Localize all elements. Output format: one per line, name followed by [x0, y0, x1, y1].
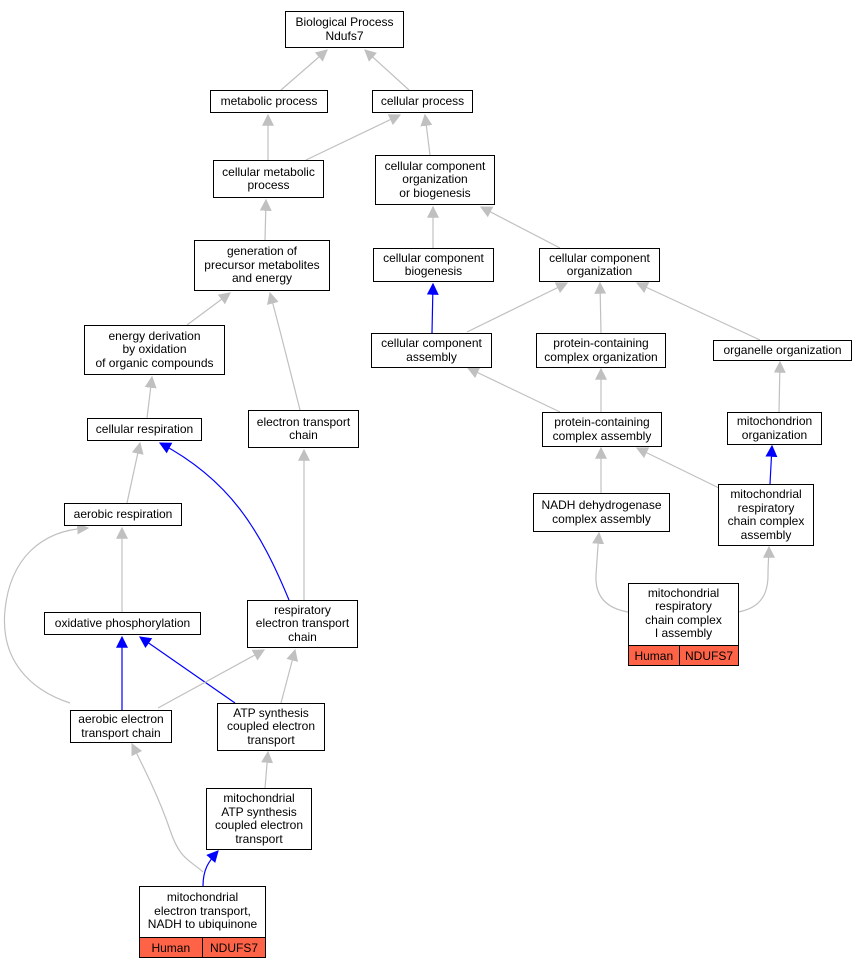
leaf-label: mitochondrial respiratory chain complex … — [645, 585, 722, 640]
node-cellular-component-organization[interactable]: cellular component organization — [539, 248, 660, 282]
edge — [202, 850, 219, 887]
node-mitochondrial-respiratory-chain-complex-assembly[interactable]: mitochondrial respiratory chain complex … — [718, 484, 814, 546]
edge — [139, 636, 236, 704]
gene-cell[interactable]: NDUFS7 — [202, 937, 267, 959]
edge — [466, 282, 569, 333]
node-mitochondrial-atp-synthesis-coupled-electron-transport[interactable]: mitochondrial ATP synthesis coupled elec… — [206, 788, 312, 850]
edge — [259, 198, 272, 241]
node-mitochondrial-electron-transport-nadh-to-ubiquinone[interactable]: mitochondrial electron transport, NADH t… — [138, 886, 267, 959]
node-electron-transport-chain[interactable]: electron transport chain — [248, 410, 359, 448]
node-biological-process[interactable]: Biological Process Ndufs7 — [285, 11, 404, 48]
edge — [126, 441, 144, 504]
edge — [635, 282, 761, 341]
edge — [131, 742, 204, 873]
edge — [737, 545, 775, 613]
node-protein-containing-complex-assembly[interactable]: protein-containing complex assembly — [542, 412, 662, 447]
species-cell[interactable]: Human — [138, 937, 203, 959]
edge — [144, 375, 157, 419]
node-cellular-respiration[interactable]: cellular respiration — [87, 418, 202, 441]
node-nadh-dehydrogenase-complex-assembly[interactable]: NADH dehydrogenase complex assembly — [533, 493, 670, 532]
edge — [280, 49, 328, 91]
edge — [420, 113, 433, 156]
node-generation-of-precursor-metabolites[interactable]: generation of precursor metabolites and … — [194, 240, 330, 291]
species-cell[interactable]: Human — [627, 645, 680, 667]
edge — [364, 49, 410, 91]
edge — [466, 367, 561, 413]
node-atp-synthesis-coupled-electron-transport[interactable]: ATP synthesis coupled electron transport — [217, 703, 325, 751]
edge — [635, 447, 720, 489]
edge — [3, 522, 90, 704]
edge — [592, 531, 629, 613]
node-mitochondrion-organization[interactable]: mitochondrion organization — [727, 412, 822, 445]
edge — [158, 442, 290, 601]
node-aerobic-respiration[interactable]: aerobic respiration — [64, 503, 182, 526]
gene-cell[interactable]: NDUFS7 — [679, 645, 740, 667]
edge — [261, 750, 274, 789]
annotation-row: Human NDUFS7 — [138, 937, 267, 959]
edge — [426, 282, 439, 334]
node-mitochondrial-respiratory-chain-complex-i-assembly[interactable]: mitochondrial respiratory chain complex … — [627, 583, 740, 667]
node-cellular-component-organization-or-biogenesis[interactable]: cellular component organization or bioge… — [375, 155, 495, 205]
edge — [267, 291, 301, 411]
edge — [765, 444, 778, 485]
leaf-label: mitochondrial electron transport, NADH t… — [147, 890, 258, 932]
edge — [280, 648, 299, 704]
node-respiratory-electron-transport-chain[interactable]: respiratory electron transport chain — [247, 600, 358, 648]
node-oxidative-phosphorylation[interactable]: oxidative phosphorylation — [44, 612, 201, 635]
node-aerobic-electron-transport-chain[interactable]: aerobic electron transport chain — [70, 710, 172, 743]
edge — [157, 649, 266, 709]
node-cellular-component-biogenesis[interactable]: cellular component biogenesis — [373, 248, 494, 282]
edge — [594, 281, 607, 334]
edge — [186, 292, 231, 326]
node-cellular-process[interactable]: cellular process — [372, 90, 473, 113]
annotation-row: Human NDUFS7 — [627, 645, 740, 667]
edge — [479, 206, 561, 249]
node-metabolic-process[interactable]: metabolic process — [210, 90, 328, 113]
node-cellular-component-assembly[interactable]: cellular component assembly — [371, 333, 492, 368]
edge — [305, 114, 402, 161]
node-protein-containing-complex-organization[interactable]: protein-containing complex organization — [536, 333, 666, 368]
edge — [773, 360, 786, 413]
node-organelle-organization[interactable]: organelle organization — [713, 340, 852, 361]
node-energy-derivation[interactable]: energy derivation by oxidation of organi… — [84, 325, 225, 375]
node-cellular-metabolic-process[interactable]: cellular metabolic process — [213, 160, 324, 198]
